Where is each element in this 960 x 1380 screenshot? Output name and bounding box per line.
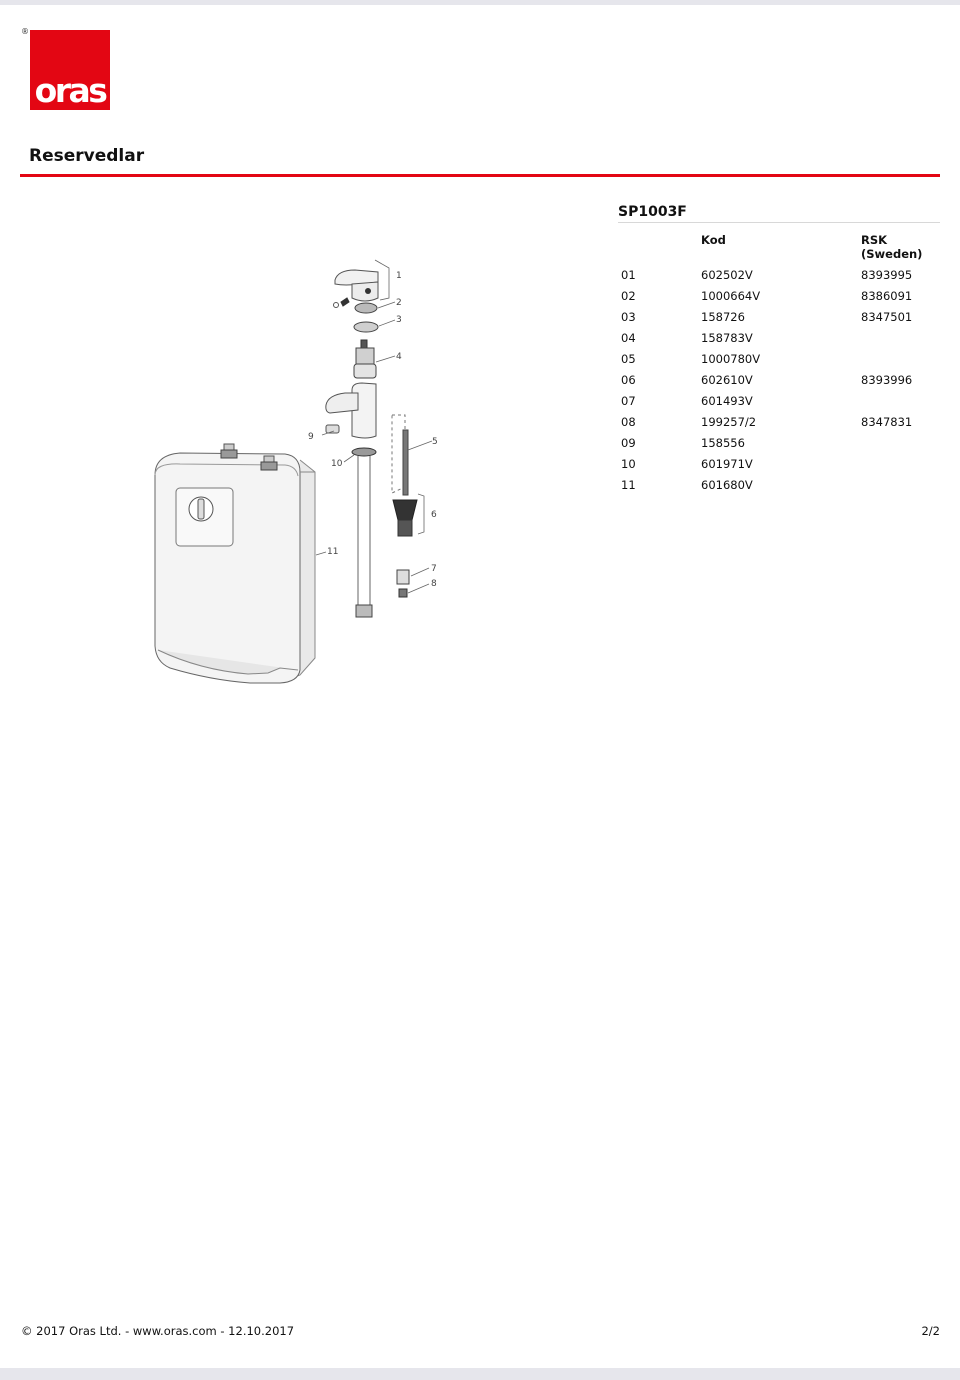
callout-6: 6	[431, 510, 437, 520]
page-title: Reservedlar	[29, 146, 145, 166]
table-row: 11 601680V	[0, 478, 960, 499]
table-row: 09 158556	[0, 436, 960, 457]
position-number: 02	[621, 289, 636, 303]
table-row: 06 602610V 8393996	[0, 373, 960, 394]
nut-part	[396, 569, 410, 585]
part-code: 602502V	[701, 268, 753, 282]
callout-9: 9	[308, 432, 314, 442]
hose-part	[351, 447, 377, 618]
table-row: 01 602502V 8393995	[0, 268, 960, 289]
oras-logo: oras	[30, 30, 110, 110]
table-row: 03 158726 8347501	[0, 310, 960, 331]
part-code: 602610V	[701, 373, 753, 387]
handle-part	[334, 269, 379, 302]
logo-text: oras	[34, 71, 108, 110]
column-header-rsk-line2: (Sweden)	[861, 247, 923, 261]
rod-part	[402, 429, 409, 496]
ring-part	[353, 321, 379, 333]
position-number: 11	[621, 478, 636, 492]
rsk-number: 8393996	[861, 373, 913, 387]
column-header-rsk-line1: RSK	[861, 233, 888, 247]
table-row: 02 1000664V 8386091	[0, 289, 960, 310]
part-code: 601971V	[701, 457, 753, 471]
part-code: 158726	[701, 310, 745, 324]
rsk-number: 8386091	[861, 289, 913, 303]
part-code: 601493V	[701, 394, 753, 408]
table-row: 05 1000780V	[0, 352, 960, 373]
callout-10: 10	[331, 459, 343, 469]
red-divider	[20, 174, 940, 177]
callout-11: 11	[327, 547, 338, 557]
column-header-code: Kod	[701, 233, 726, 247]
table-row: 07 601493V	[0, 394, 960, 415]
registered-mark: ®	[21, 27, 29, 36]
footer-copyright: © 2017 Oras Ltd. - www.oras.com - 12.10.…	[21, 1324, 295, 1338]
position-number: 09	[621, 436, 636, 450]
exploded-parts-diagram: 1 2 3 4 5 6 7 8 9 10 11	[154, 259, 438, 684]
callout-8: 8	[431, 579, 437, 589]
callout-3: 3	[396, 315, 402, 325]
table-row: 04 158783V	[0, 331, 960, 352]
callout-5: 5	[432, 437, 438, 447]
callout-leaders	[315, 259, 433, 594]
position-number: 01	[621, 268, 636, 282]
rsk-number: 8393995	[861, 268, 913, 282]
position-number: 10	[621, 457, 636, 471]
position-number: 08	[621, 415, 636, 429]
position-number: 05	[621, 352, 636, 366]
callout-4: 4	[396, 352, 402, 362]
footer-page-number: 2/2	[921, 1324, 940, 1338]
rsk-number: 8347831	[861, 415, 913, 429]
part-code: 199257/2	[701, 415, 757, 429]
faucet-body-part	[325, 382, 377, 439]
part-code: 158783V	[701, 331, 753, 345]
part-code: 1000780V	[701, 352, 761, 366]
insert-part	[398, 588, 408, 598]
screw-part	[333, 297, 378, 314]
table-row: 10 601971V	[0, 457, 960, 478]
document-page: ® oras Reservedlar	[0, 5, 960, 1368]
callout-1: 1	[396, 271, 402, 281]
model-title: SP1003F	[618, 204, 687, 220]
rsk-number: 8347501	[861, 310, 913, 324]
table-row: 08 199257/2 8347831	[0, 415, 960, 436]
aerator-part	[392, 499, 418, 537]
position-number: 04	[621, 331, 636, 345]
callout-7: 7	[431, 564, 437, 574]
table-divider	[618, 222, 940, 223]
part-code: 601680V	[701, 478, 753, 492]
column-header-rsk: RSK (Sweden)	[861, 233, 922, 261]
cartridge-part	[353, 339, 377, 379]
water-heater-part	[154, 443, 316, 684]
part-code: 1000664V	[701, 289, 761, 303]
position-number: 03	[621, 310, 636, 324]
position-number: 06	[621, 373, 636, 387]
part-code: 158556	[701, 436, 745, 450]
callout-2: 2	[396, 298, 402, 308]
position-number: 07	[621, 394, 636, 408]
clip-part	[325, 424, 340, 434]
